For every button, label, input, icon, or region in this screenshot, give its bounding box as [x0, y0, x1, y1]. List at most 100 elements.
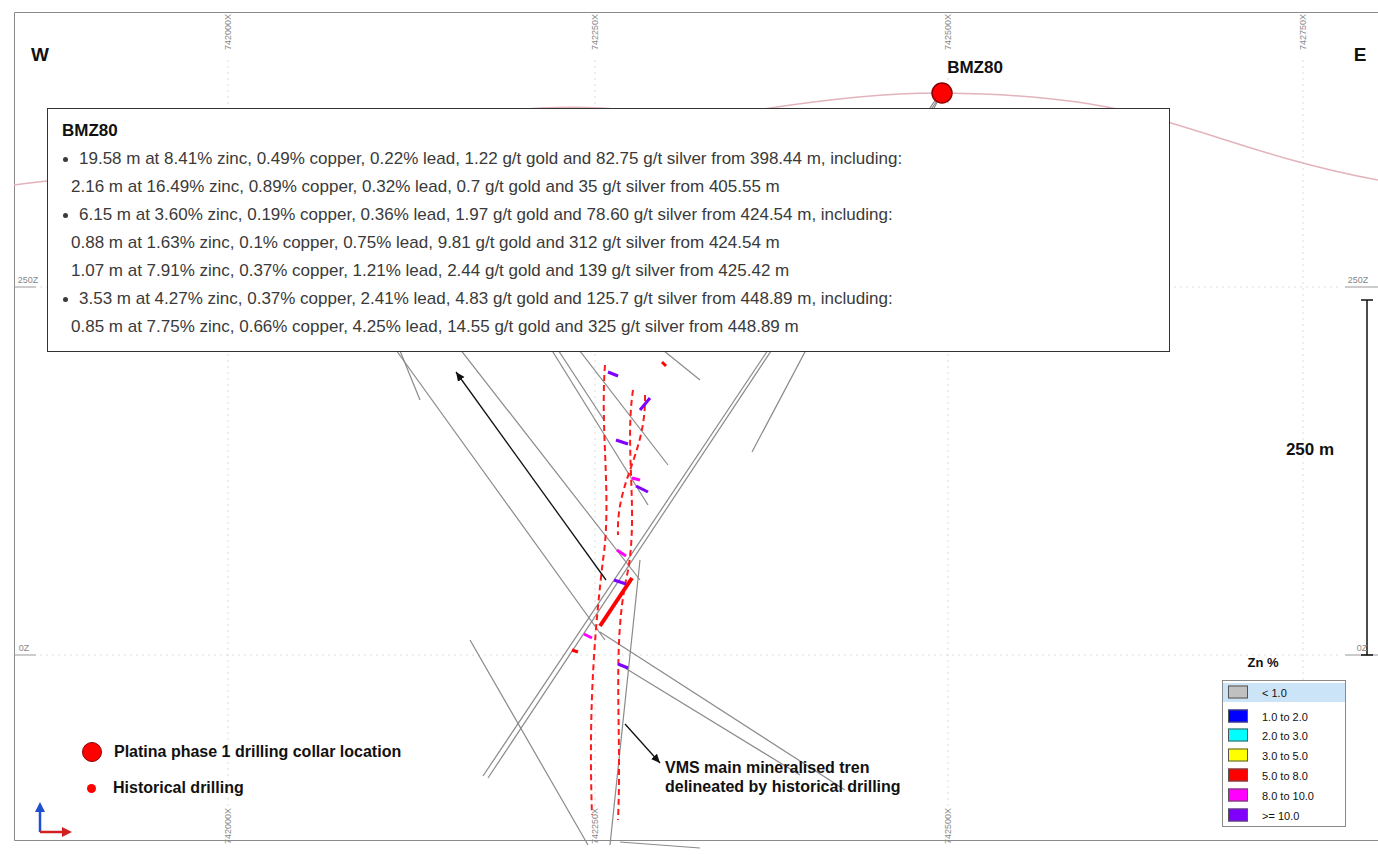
- heading-text: BMZ80: [62, 117, 118, 145]
- zn-legend-row: 5.0 to 8.0: [1228, 769, 1308, 782]
- intercept: [662, 362, 666, 366]
- grid-lines: [40, 60, 1340, 815]
- scale-label: 250 m: [1286, 440, 1334, 460]
- platina-collar: [932, 83, 952, 103]
- collar-legend-row: Historical drilling: [82, 779, 244, 797]
- legend-text: Historical drilling: [113, 779, 244, 797]
- direction-label: W: [31, 44, 49, 66]
- assay-text: 1.07 m at 7.91% zinc, 0.37% copper, 1.21…: [71, 257, 789, 285]
- intercept: [614, 580, 626, 584]
- legend-text: Platina phase 1 drilling collar location: [114, 743, 401, 761]
- legend-text: 5.0 to 8.0: [1262, 769, 1308, 781]
- assay-line: 19.58 m at 8.41% zinc, 0.49% copper, 0.2…: [62, 145, 1155, 173]
- assay-line: 1.07 m at 7.91% zinc, 0.37% copper, 1.21…: [62, 257, 1155, 285]
- tick: [14, 287, 36, 288]
- intercept: [616, 440, 628, 444]
- intercept: [640, 398, 650, 410]
- zn-legend-row: 3.0 to 5.0: [1228, 749, 1308, 762]
- collar-legend-row: Platina phase 1 drilling collar location: [82, 742, 401, 762]
- assay-line: 2.16 m at 16.49% zinc, 0.89% copper, 0.3…: [62, 173, 1155, 201]
- collar-symbol: [82, 742, 102, 762]
- east-axis: [40, 831, 64, 834]
- bullet-dot: [63, 297, 68, 302]
- assay-line: 3.53 m at 4.27% zinc, 0.37% copper, 2.41…: [62, 285, 1155, 313]
- leader-arrow: [456, 372, 606, 580]
- assay-result-box: BMZ8019.58 m at 8.41% zinc, 0.49% copper…: [47, 108, 1170, 352]
- legend-text: 1.0 to 2.0: [1262, 710, 1308, 722]
- zn-legend-row: < 1.0: [1228, 686, 1287, 699]
- scale-tick: [1361, 654, 1373, 656]
- color-swatch: [1228, 749, 1248, 762]
- direction-label: E: [1354, 44, 1367, 66]
- drill-hole: [620, 842, 700, 848]
- legend-title: Zn %: [1247, 656, 1278, 671]
- grid-line: [40, 655, 1340, 656]
- elevation-label: 250Z: [18, 275, 39, 285]
- color-swatch: [1228, 686, 1248, 699]
- zone-callout: VMS main mineralised tren delineated by …: [665, 758, 907, 796]
- zn-legend-row: 1.0 to 2.0: [1228, 710, 1308, 723]
- easting-label: 742750X: [1298, 14, 1308, 50]
- assay-line: 6.15 m at 3.60% zinc, 0.19% copper, 0.36…: [62, 201, 1155, 229]
- intercept: [636, 486, 648, 492]
- intercept: [584, 634, 592, 638]
- trend-line: [618, 390, 633, 820]
- elevation-label: 250Z: [1348, 275, 1369, 285]
- assay-text: 3.53 m at 4.27% zinc, 0.37% copper, 2.41…: [79, 285, 893, 313]
- scale-tick: [1361, 299, 1373, 301]
- intercept: [617, 550, 626, 556]
- zn-legend-row: 2.0 to 3.0: [1228, 729, 1308, 742]
- color-swatch: [1228, 809, 1248, 822]
- assay-text: 2.16 m at 16.49% zinc, 0.89% copper, 0.3…: [71, 173, 780, 201]
- trend-line: [591, 365, 607, 815]
- legend-text: 2.0 to 3.0: [1262, 729, 1308, 741]
- intercept-segment: [600, 578, 632, 626]
- drill-hole: [625, 668, 800, 775]
- tick: [1345, 655, 1378, 656]
- collar-symbol: [87, 784, 96, 793]
- color-swatch: [1228, 789, 1248, 802]
- bullet-dot: [63, 157, 68, 162]
- assay-line: 0.85 m at 7.75% zinc, 0.66% copper, 4.25…: [62, 313, 1155, 341]
- color-swatch: [1228, 729, 1248, 742]
- assay-line: 0.88 m at 1.63% zinc, 0.1% copper, 0.75%…: [62, 229, 1155, 257]
- color-swatch: [1228, 769, 1248, 782]
- assay-text: 0.85 m at 7.75% zinc, 0.66% copper, 4.25…: [71, 313, 799, 341]
- assay-text: 0.88 m at 1.63% zinc, 0.1% copper, 0.75%…: [71, 229, 780, 257]
- drill-hole: [470, 640, 588, 845]
- elevation-label: 0Z: [19, 643, 30, 653]
- tick: [14, 655, 36, 656]
- legend-text: < 1.0: [1262, 686, 1287, 698]
- assay-text: 6.15 m at 3.60% zinc, 0.19% copper, 0.36…: [79, 201, 893, 229]
- axes-icon: [35, 802, 72, 837]
- up-axis-head: [35, 802, 45, 812]
- scale-bar: [1361, 300, 1373, 655]
- mineralised-trend: [591, 365, 645, 820]
- legend-highlight: [1223, 683, 1345, 702]
- intercept: [618, 664, 628, 668]
- color-swatch: [1228, 710, 1248, 723]
- box-heading: BMZ80: [62, 117, 1155, 145]
- bullet-dot: [63, 213, 68, 218]
- assay-intercepts: [572, 362, 666, 668]
- easting-label: 742000X: [223, 14, 233, 50]
- easting-label: 742250X: [590, 14, 600, 50]
- intercept: [632, 478, 640, 480]
- intercept: [572, 650, 578, 652]
- tick: [1345, 287, 1378, 288]
- leader-arrow: [625, 724, 660, 763]
- trend-line: [618, 395, 645, 535]
- scale-line: [1366, 300, 1368, 655]
- legend-text: 8.0 to 10.0: [1262, 789, 1314, 801]
- collar-label: BMZ80: [947, 58, 1003, 78]
- easting-label: 742500X: [943, 14, 953, 50]
- legend-text: 3.0 to 5.0: [1262, 749, 1308, 761]
- easting-label: 742000X: [223, 808, 233, 844]
- assay-text: 19.58 m at 8.41% zinc, 0.49% copper, 0.2…: [79, 145, 902, 173]
- zn-legend-row: 8.0 to 10.0: [1228, 789, 1314, 802]
- east-axis-head: [62, 827, 72, 837]
- frame-line: [15, 13, 1378, 841]
- zn-legend-row: >= 10.0: [1228, 809, 1299, 822]
